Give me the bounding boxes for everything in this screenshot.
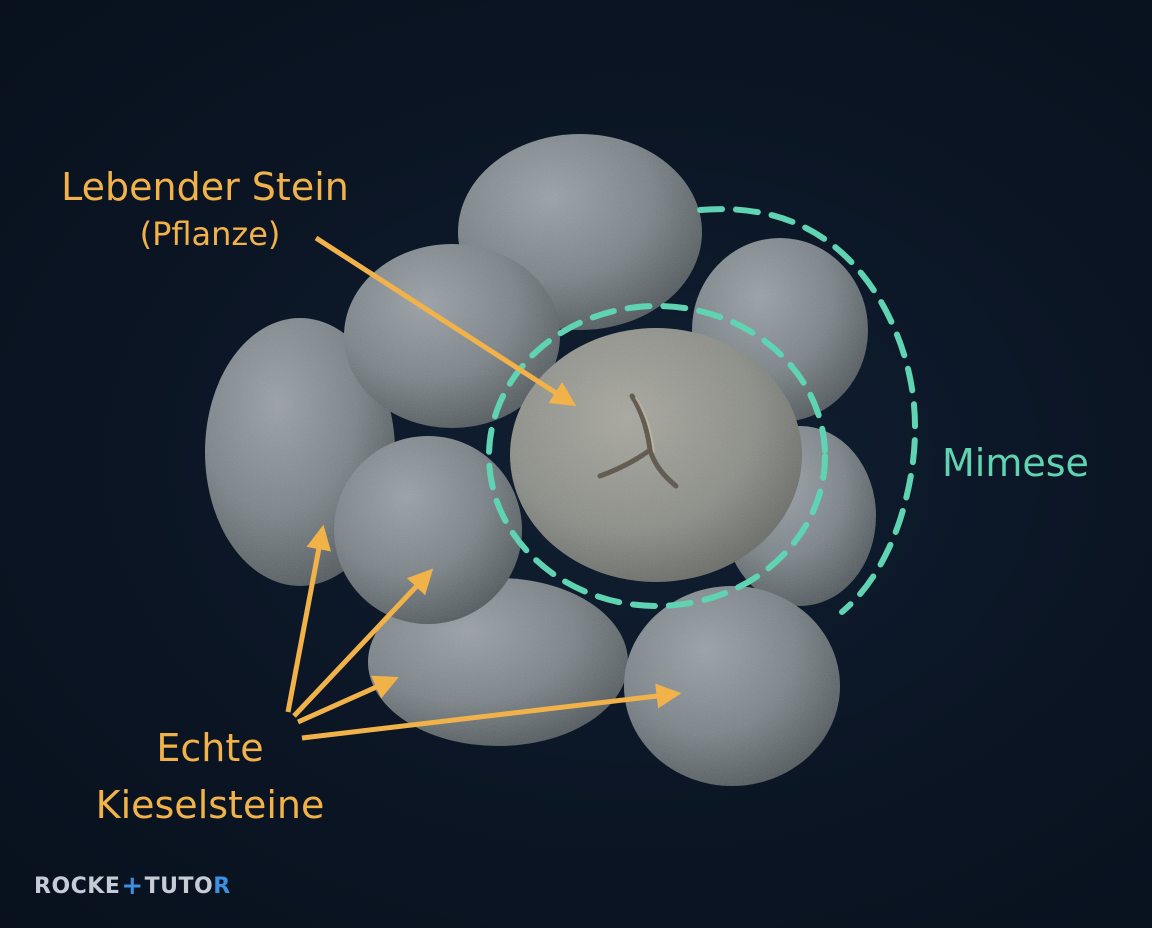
logo-text-part1: ROCKE (34, 873, 121, 899)
mimicry-bracket (697, 206, 918, 615)
label-real-pebbles-line1: Echte (156, 726, 264, 770)
plus-icon: + (121, 871, 144, 901)
label-living-stone: Lebender Stein (Pflanze) (30, 165, 380, 253)
logo-text-part2: TUTO (144, 873, 214, 899)
label-living-stone-title: Lebender Stein (61, 165, 349, 209)
label-living-stone-subtitle: (Pflanze) (139, 214, 281, 253)
mimicry-circle (486, 303, 828, 609)
stone-texture (205, 134, 876, 786)
arrow-to-pebble-middle (292, 568, 434, 718)
arrow-to-pebble-right (301, 683, 682, 741)
label-mimicry: Mimese (942, 441, 1089, 485)
label-real-pebbles: Echte Kieselsteine (60, 720, 360, 834)
label-real-pebbles-line2: Kieselsteine (95, 783, 325, 827)
arrow-to-pebble-left (285, 524, 332, 713)
arrow-to-pebble-bottom (296, 675, 399, 725)
logo-text-part3: R (213, 873, 231, 899)
arrow-to-plant (314, 235, 577, 407)
brand-logo: ROCKE + TUTO R (34, 871, 231, 901)
